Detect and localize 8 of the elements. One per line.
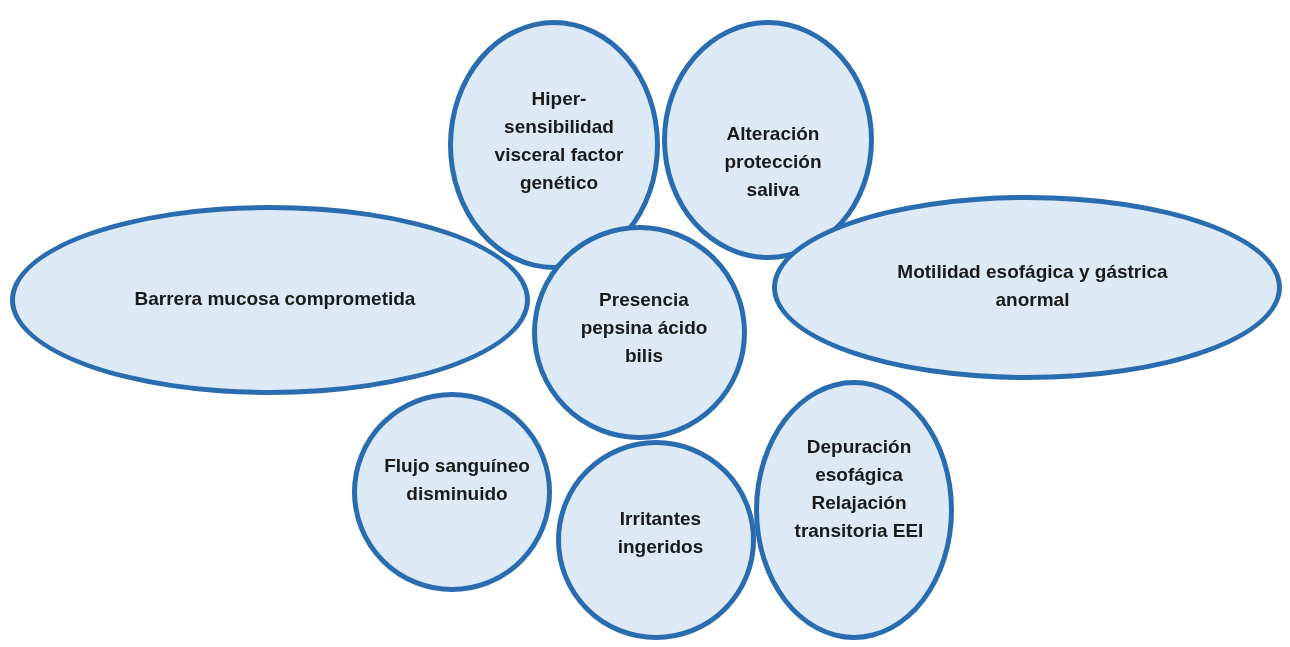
node-text: Barrera mucosa comprometida: [133, 287, 417, 311]
node-text: Irritantes ingeridos: [616, 507, 705, 559]
node-text: Motilidad esofágica y gástrica anormal: [896, 260, 1169, 312]
node-text: Hiper- sensibilidad visceral factor genético: [493, 87, 625, 195]
node-text: Depuración esofágica Relajación transitoria EEI: [793, 435, 925, 543]
node-text: Alteración protección saliva: [723, 122, 823, 202]
node-text: Presencia pepsina ácido bilis: [579, 288, 709, 368]
node-text: Flujo sanguíneo disminuido: [383, 454, 531, 506]
